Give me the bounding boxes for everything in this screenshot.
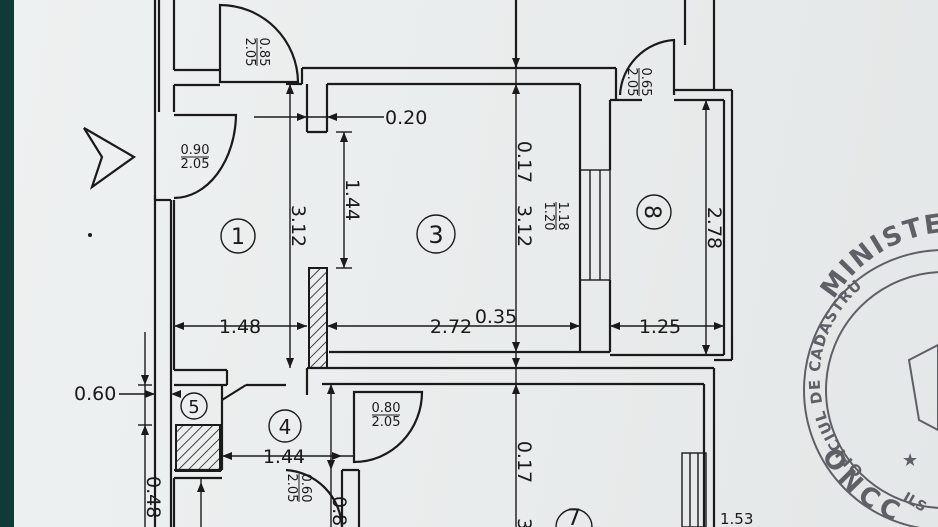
dim-0-35: 0.35 [475,306,517,328]
dim-0-17-top: 0.17 [513,141,535,183]
dim-1-44-vertical: 1.44 [341,179,363,221]
dim-1-53: 1.53 [720,510,753,527]
door-tag-e: 0.60 2.05 [284,474,313,503]
svg-text:5: 5 [188,397,199,418]
dim-2-72: 2.72 [430,316,472,338]
svg-text:0.60: 0.60 [298,474,313,503]
dim-0-48: 0.48 [142,476,164,518]
floor-plan-drawing: 1 3 4 5 7 8 0.20 1.44 3.12 3.12 0.17 0.1… [74,0,938,527]
floor-plan-sheet: 1 3 4 5 7 8 0.20 1.44 3.12 3.12 0.17 0.1… [14,0,938,527]
dim-0-60: 0.60 [74,383,116,405]
svg-text:0.80: 0.80 [372,401,401,416]
svg-text:1.18: 1.18 [555,202,570,231]
svg-text:4: 4 [279,415,292,439]
door-tag-d: 0.80 2.05 [372,401,401,430]
svg-text:0.65: 0.65 [638,68,653,97]
dim-2-78: 2.78 [703,207,725,249]
door-tag-b: 0.90 2.05 [181,143,210,172]
dim-3-1-cut: 3.1 [513,518,535,527]
hatched-wall-column [308,267,328,369]
svg-text:0.85: 0.85 [256,38,271,67]
svg-text:2.05: 2.05 [181,157,210,172]
svg-text:ONCC: ONCC [816,443,910,527]
room-3-marker: 3 [416,214,456,254]
hatched-wall-shaft [175,424,221,472]
svg-text:7: 7 [567,506,581,527]
room-7-marker: 7 [555,506,593,527]
stamp-star-icon: ★ [902,450,918,471]
dim-1-25: 1.25 [639,316,681,338]
dim-3-12-center: 3.12 [513,205,535,247]
window-tag: 1.18 1.20 [541,202,570,231]
room-8-marker: 8 [636,194,672,230]
dim-0-20: 0.20 [385,107,427,129]
dim-0-17-bottom: 0.17 [513,441,535,483]
north-arrow-icon [83,127,137,237]
dim-3-12-left: 3.12 [287,205,309,247]
door-swings [173,3,676,527]
window-symbol [579,169,611,281]
svg-text:2.05: 2.05 [284,474,299,503]
svg-text:MINISTE: MINISTE [815,209,938,304]
room-labels: 1 3 4 5 7 8 [180,194,672,527]
room-5-marker: 5 [180,392,208,420]
opening-tags: 0.85 2.05 0.90 2.05 0.65 2.05 0.80 2.05 … [181,38,653,503]
svg-text:0.90: 0.90 [181,143,210,158]
svg-text:2.05: 2.05 [624,68,639,97]
svg-text:8: 8 [639,205,664,219]
svg-text:3: 3 [428,221,443,249]
dim-0-8-cut: 0.8 [328,496,350,526]
dimension-lines [119,0,724,527]
door-tag-a: 0.85 2.05 [242,38,271,67]
svg-text:2.05: 2.05 [242,38,257,67]
dimension-labels: 0.20 1.44 3.12 3.12 0.17 0.17 3.1 2.78 1… [74,107,753,527]
dim-1-48: 1.48 [219,316,261,338]
dim-1-44-horizontal: 1.44 [263,446,305,468]
room-4-marker: 4 [268,409,302,443]
cadastre-stamp: ★ MINISTE OFICIUL DE CADASTRU ONCC ILS [803,209,938,527]
window-symbol-lower [681,452,707,527]
room-1-marker: 1 [220,218,256,254]
door-tag-c: 0.65 2.05 [624,68,653,97]
svg-text:1.20: 1.20 [541,202,556,231]
svg-text:1: 1 [231,225,245,250]
svg-text:2.05: 2.05 [372,415,401,430]
